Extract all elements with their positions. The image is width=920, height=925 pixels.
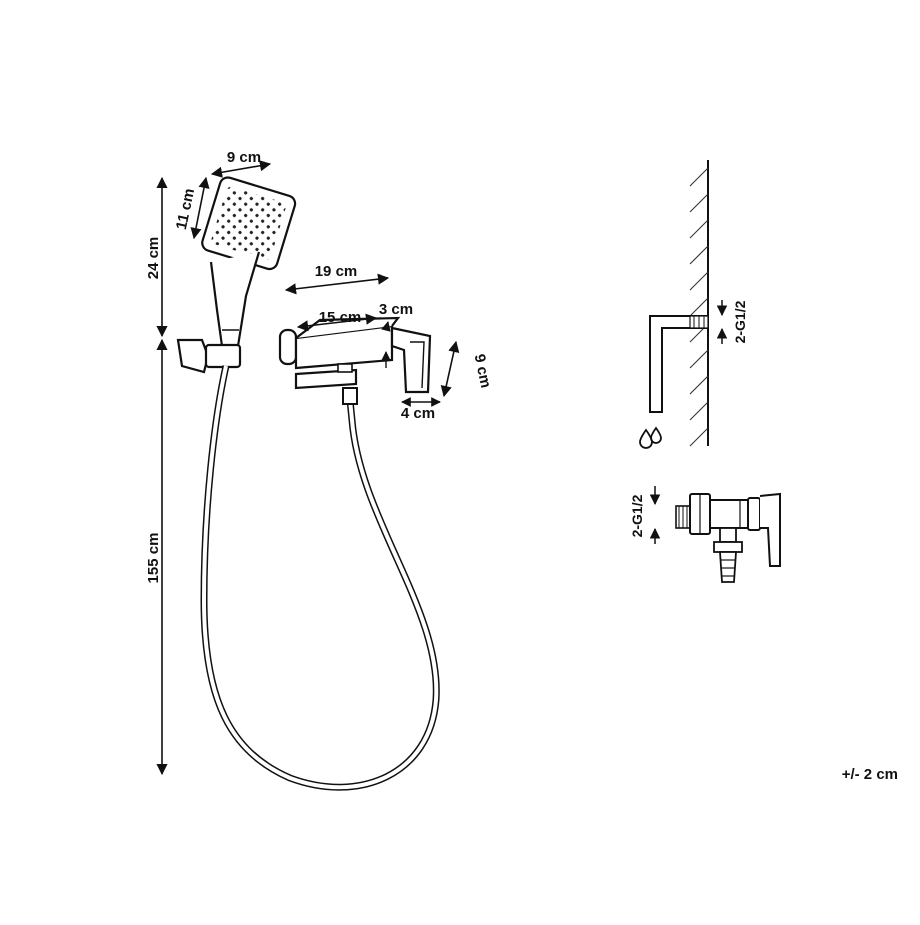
water-drops-icon xyxy=(639,426,662,449)
handset-length-dimension: 24 cm xyxy=(145,176,168,338)
lever-height-label: 9 cm xyxy=(471,353,495,390)
lever-width-dimension: 4 cm xyxy=(401,397,441,422)
valve-thread-label: 2-G1/2 xyxy=(629,494,645,537)
valve-connection-detail: 2-G1/2 xyxy=(629,486,781,583)
head-width-label: 9 cm xyxy=(227,149,261,166)
head-width-dimension: 9 cm xyxy=(210,149,272,178)
hose-length-label: 155 cm xyxy=(145,533,162,584)
tolerance-note: +/- 2 cm xyxy=(841,766,898,783)
lever-width-label: 4 cm xyxy=(401,405,435,422)
hose-length-dimension: 155 cm xyxy=(145,338,168,776)
mixer-width-label: 19 cm xyxy=(315,263,358,280)
head-height-label: 11 cm xyxy=(173,187,198,231)
lever-depth-dimension: 3 cm xyxy=(379,301,413,368)
shower-hose xyxy=(200,365,440,791)
head-height-dimension: 11 cm xyxy=(173,176,210,240)
wall-thread-label: 2-G1/2 xyxy=(732,300,748,343)
handset-length-label: 24 cm xyxy=(145,237,162,280)
mixer-body-dimension: 15 cm xyxy=(296,309,378,332)
wall-connection-detail: 2-G1/2 xyxy=(649,160,748,447)
lever-height-dimension: 9 cm xyxy=(440,340,495,398)
mixer-width-dimension: 19 cm xyxy=(284,263,390,295)
bath-mixer xyxy=(278,316,432,405)
shower-handset xyxy=(176,176,297,374)
lever-depth-label: 3 cm xyxy=(379,301,413,318)
mixer-body-label: 15 cm xyxy=(319,309,362,326)
